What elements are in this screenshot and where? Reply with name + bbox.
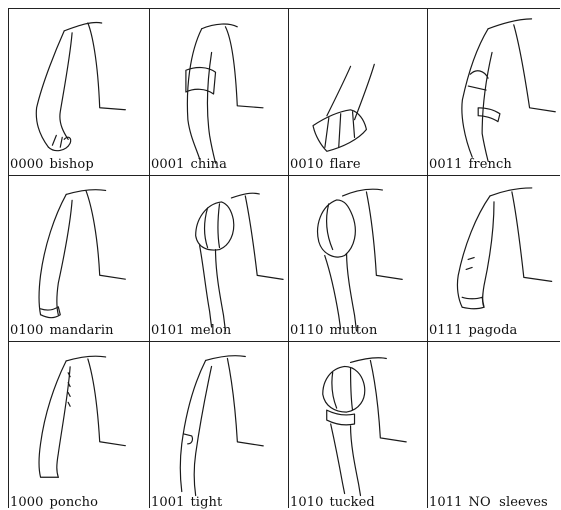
flare-sleeve-icon: [289, 9, 427, 175]
sleeve-cell-flare: 0010 flare: [289, 8, 428, 176]
sleeve-cell-bishop: 0000 bishop: [8, 8, 150, 176]
sleeve-code: 0000: [10, 157, 43, 172]
sleeve-cell-pagoda: 0111 pagoda: [428, 176, 560, 342]
tucked-sleeve-icon: [289, 342, 427, 508]
melon-sleeve-icon: [150, 176, 288, 341]
sleeve-cell-china: 0001 china: [150, 8, 289, 176]
sleeve-label: 0110 mutton: [290, 323, 377, 338]
pagoda-sleeve-icon: [428, 176, 560, 341]
sleeve-code: 0010: [290, 157, 323, 172]
poncho-sleeve-icon: [9, 342, 149, 508]
sleeve-cell-no-sleeves: 1011NO sleeves: [428, 342, 560, 508]
sleeve-label: 0111 pagoda: [429, 323, 517, 338]
sleeve-code: 0011: [429, 157, 462, 172]
sleeve-label: 0101 melon: [151, 323, 231, 338]
sleeve-name: french: [468, 157, 511, 172]
sleeve-name: flare: [329, 157, 360, 172]
sleeve-name: bishop: [49, 157, 93, 172]
sleeve-cell-melon: 0101 melon: [150, 176, 289, 342]
sleeve-name: china: [190, 157, 226, 172]
mandarin-sleeve-icon: [9, 176, 149, 341]
sleeve-label: 0010 flare: [290, 157, 361, 172]
china-sleeve-icon: [150, 9, 288, 175]
sleeve-label: 0000 bishop: [10, 157, 94, 172]
sleeve-name: pagoda: [468, 323, 517, 338]
sleeve-label: 0100 mandarin: [10, 323, 114, 338]
sleeve-name: mutton: [329, 323, 377, 338]
sleeve-cell-poncho: 1000poncho: [8, 342, 150, 508]
sleeve-code: 0111: [429, 323, 462, 338]
sleeve-cell-tucked: 1010tucked: [289, 342, 428, 508]
sleeve-cell-mutton: 0110 mutton: [289, 176, 428, 342]
sleeve-cell-tight: 1001tight: [150, 342, 289, 508]
sleeve-label: 0011 french: [429, 157, 512, 172]
sleeve-grid: 0000 bishop 0001 china 0010: [8, 8, 560, 508]
mutton-sleeve-icon: [289, 176, 427, 341]
french-sleeve-icon: [428, 9, 560, 175]
sleeve-code: 0110: [290, 323, 323, 338]
sleeve-cell-french: 0011 french: [428, 8, 560, 176]
sleeve-cell-mandarin: 0100 mandarin: [8, 176, 150, 342]
sleeve-name: mandarin: [49, 323, 113, 338]
sleeve-code: 0100: [10, 323, 43, 338]
bishop-sleeve-icon: [9, 9, 149, 175]
sleeve-code: 0101: [151, 323, 184, 338]
sleeve-label: 0001 china: [151, 157, 227, 172]
sleeve-name: melon: [190, 323, 231, 338]
tight-sleeve-icon: [150, 342, 288, 508]
sleeve-code: 0001: [151, 157, 184, 172]
